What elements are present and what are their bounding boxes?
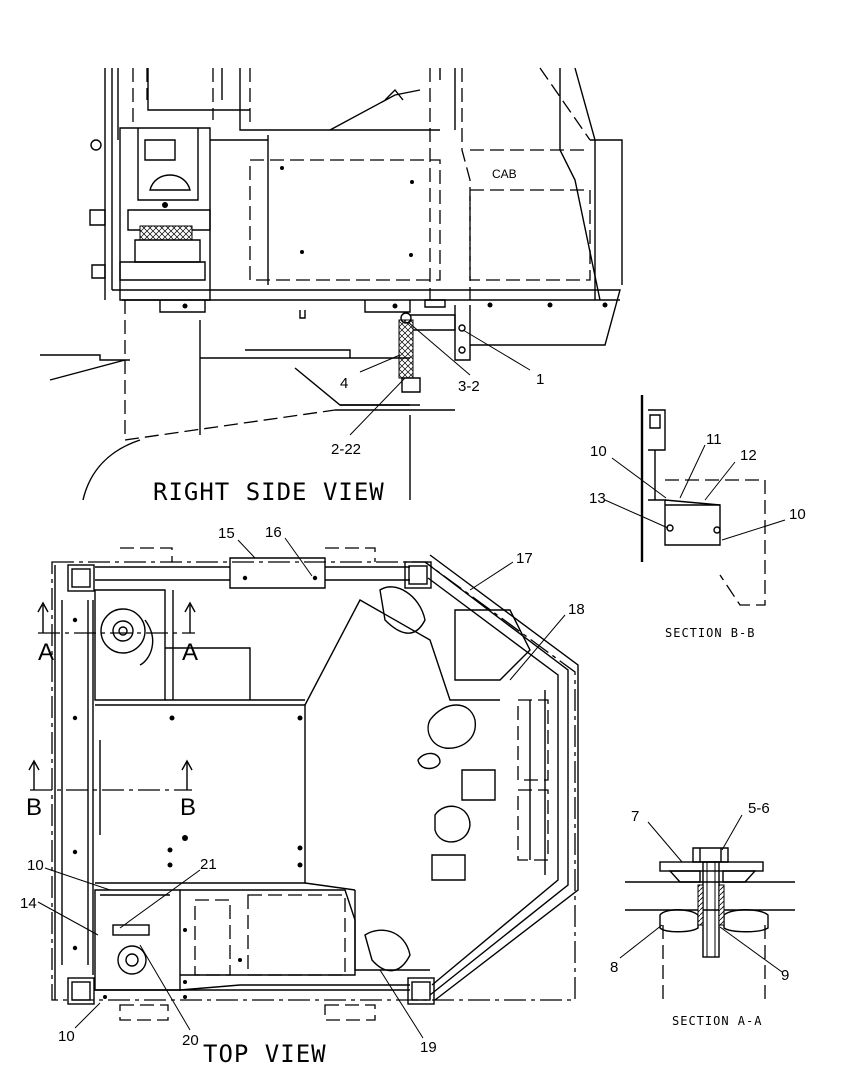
callout-18: 18 — [568, 601, 585, 618]
callout-19: 19 — [420, 1039, 437, 1056]
section-aa: 7 5-6 8 9 SECTION A-A — [610, 800, 795, 1028]
cab-label: CAB — [492, 167, 517, 181]
callout-10-bb-b: 10 — [789, 506, 806, 523]
callout-5-6: 5-6 — [748, 800, 770, 817]
section-bb: 10 11 12 13 10 SECTION B-B — [589, 395, 806, 640]
callout-9: 9 — [781, 967, 789, 984]
top-view: A A B B 15 16 17 18 10 14 21 20 10 19 TO… — [20, 524, 585, 1068]
callout-14: 14 — [20, 895, 37, 912]
callout-2-22: 2-22 — [331, 441, 361, 458]
callout-10-top-a: 10 — [27, 857, 44, 874]
section-marker-b-right: B — [180, 794, 196, 821]
callout-17: 17 — [516, 550, 533, 567]
callout-20: 20 — [182, 1032, 199, 1049]
top-view-title: TOP VIEW — [203, 1040, 327, 1068]
callout-8: 8 — [610, 959, 618, 976]
section-marker-b-left: B — [26, 794, 42, 821]
callout-1: 1 — [536, 371, 544, 388]
section-bb-title: SECTION B-B — [665, 626, 755, 640]
section-marker-a-right: A — [182, 639, 198, 666]
right-side-view: CAB — [40, 67, 623, 506]
section-aa-title: SECTION A-A — [672, 1014, 762, 1028]
callout-7: 7 — [631, 808, 639, 825]
right-side-view-title: RIGHT SIDE VIEW — [153, 478, 385, 506]
callout-21: 21 — [200, 856, 217, 873]
callout-10-top-b: 10 — [58, 1028, 75, 1045]
callout-10-bb-a: 10 — [590, 443, 607, 460]
callout-12: 12 — [740, 447, 757, 464]
section-marker-a-left: A — [38, 639, 54, 666]
callout-13: 13 — [589, 490, 606, 507]
callout-4: 4 — [340, 375, 348, 392]
callout-15: 15 — [218, 525, 235, 542]
callout-16: 16 — [265, 524, 282, 541]
callout-11: 11 — [706, 431, 722, 448]
callout-3-2: 3-2 — [458, 378, 480, 395]
